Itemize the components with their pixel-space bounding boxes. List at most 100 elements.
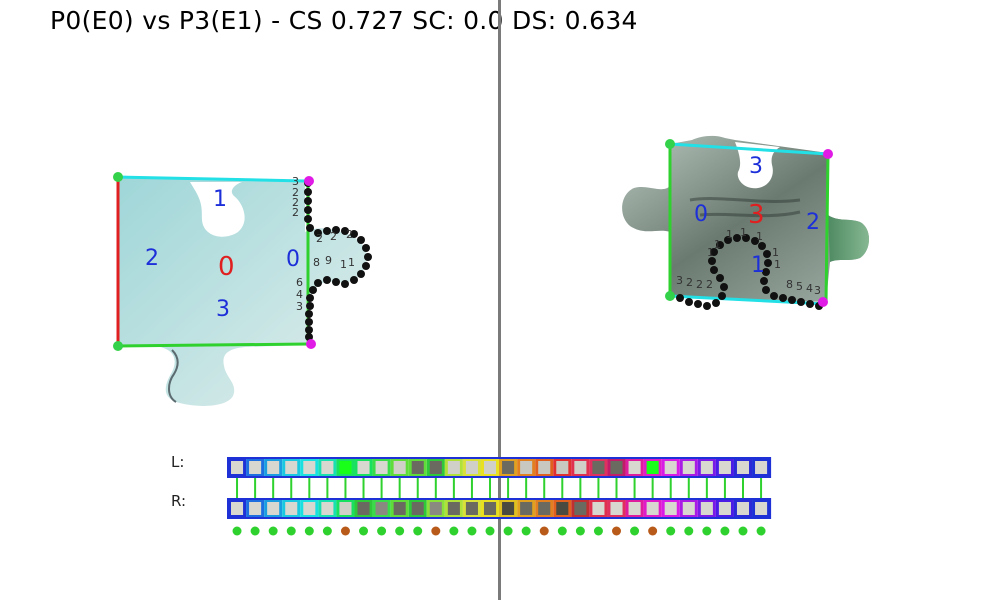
match-indicator-dot: [304, 526, 314, 536]
svg-text:6: 6: [296, 276, 303, 289]
left-strip-cell: [517, 458, 536, 477]
match-indicator-dot: [467, 526, 477, 536]
left-strip-cell: [264, 458, 283, 477]
left-piece-corners: [113, 172, 316, 351]
svg-text:8: 8: [786, 278, 793, 291]
left-edge-top: [117, 175, 306, 183]
left-strip-cell: [318, 458, 337, 477]
left-strip-cell: [499, 458, 518, 477]
svg-text:2: 2: [292, 206, 299, 219]
left-strip-cell: [697, 458, 716, 477]
right-strip-cell: [282, 499, 301, 518]
match-indicator-dot: [756, 526, 766, 536]
right-strip-cell: [444, 499, 463, 518]
svg-text:2: 2: [696, 278, 703, 291]
match-indicator-dot: [377, 526, 387, 536]
left-strip-cell: [444, 458, 463, 477]
left-strip-cell: [625, 458, 644, 477]
svg-text:3: 3: [292, 175, 299, 188]
right-strip-frame: [227, 498, 772, 519]
right-edge-label-1: 1: [751, 253, 765, 278]
match-indicator-dot: [431, 526, 441, 536]
svg-text:1: 1: [707, 246, 714, 259]
left-edge-bottom: [117, 342, 309, 348]
right-piece-corners: [665, 139, 833, 307]
match-indicator-dot: [250, 526, 260, 536]
right-strip-cell: [733, 499, 753, 518]
left-corner-bottom-right: [306, 339, 316, 349]
svg-text:2: 2: [330, 230, 337, 243]
svg-text:2: 2: [686, 276, 693, 289]
left-strip-cell: [426, 458, 445, 477]
right-strip-cell: [553, 499, 572, 518]
match-indicator-dot: [503, 526, 513, 536]
svg-text:3: 3: [296, 300, 303, 313]
match-indicator-dot: [413, 526, 423, 536]
left-strip-cell: [553, 458, 572, 477]
left-strip-cell: [733, 458, 753, 477]
svg-text:4: 4: [806, 282, 813, 295]
right-strip-cell: [336, 499, 355, 518]
right-edge-top: [669, 142, 829, 156]
match-indicator-dot: [521, 526, 531, 536]
svg-text:1: 1: [756, 230, 763, 243]
left-strip-cell: [643, 458, 662, 477]
left-strip-cell: [607, 458, 626, 477]
match-indicator-dot: [286, 526, 296, 536]
svg-text:2: 2: [316, 232, 323, 245]
left-strip-cell: [661, 458, 680, 477]
right-strip-cell: [390, 499, 409, 518]
left-strip-cell: [246, 458, 265, 477]
left-corner-bottom-left: [113, 341, 123, 351]
right-strip-cell: [625, 499, 644, 518]
match-indicator-dot: [684, 526, 694, 536]
svg-text:2: 2: [706, 278, 713, 291]
left-strip-cell: [228, 458, 247, 477]
right-strip-cell: [679, 499, 698, 518]
left-strip-cell: [300, 458, 319, 477]
match-indicator-dot: [539, 526, 549, 536]
right-strip-cell: [607, 499, 626, 518]
svg-text:3: 3: [676, 274, 683, 287]
left-piece-id: 0: [218, 252, 235, 282]
right-strip-cell: [661, 499, 680, 518]
left-strip-cell: [715, 458, 734, 477]
match-indicator-dot: [738, 526, 748, 536]
left-strip-cell: [480, 458, 500, 477]
match-indicator-dot: [593, 526, 603, 536]
comparison-title: P0(E0) vs P3(E1) - CS 0.727 SC: 0.0 DS: …: [50, 6, 638, 35]
left-strip-cell: [408, 458, 427, 477]
right-piece-outline-points: [676, 234, 823, 310]
right-strip-cell: [752, 499, 771, 518]
match-indicator-dot: [557, 526, 567, 536]
left-edge-label-2: 2: [145, 246, 159, 271]
right-strip-cell: [408, 499, 427, 518]
left-edge-label-0: 0: [286, 247, 300, 272]
right-strip-label: R:: [171, 492, 187, 510]
left-edge-label-3: 3: [216, 297, 230, 322]
svg-text:1: 1: [774, 258, 781, 271]
left-piece-body: [118, 177, 367, 406]
left-strip-cell: [571, 458, 590, 477]
match-indicator-dot: [359, 526, 369, 536]
right-edge-label-2: 2: [806, 210, 820, 235]
svg-text:8: 8: [313, 256, 320, 269]
right-strip-cell: [480, 499, 500, 518]
match-indicator-dot: [702, 526, 712, 536]
svg-text:1: 1: [740, 226, 747, 239]
left-edge-label-1: 1: [213, 187, 227, 212]
right-strip-cell: [643, 499, 662, 518]
match-indicator-dot: [485, 526, 495, 536]
right-corner-top-left: [665, 139, 675, 149]
match-indicator-dot: [648, 526, 658, 536]
left-corner-top-right: [304, 176, 314, 186]
right-strip-cell: [697, 499, 716, 518]
left-strip-cell: [354, 458, 373, 477]
right-strip-cell: [246, 499, 265, 518]
match-indicator-dot: [395, 526, 405, 536]
left-strip-cell: [535, 458, 554, 477]
